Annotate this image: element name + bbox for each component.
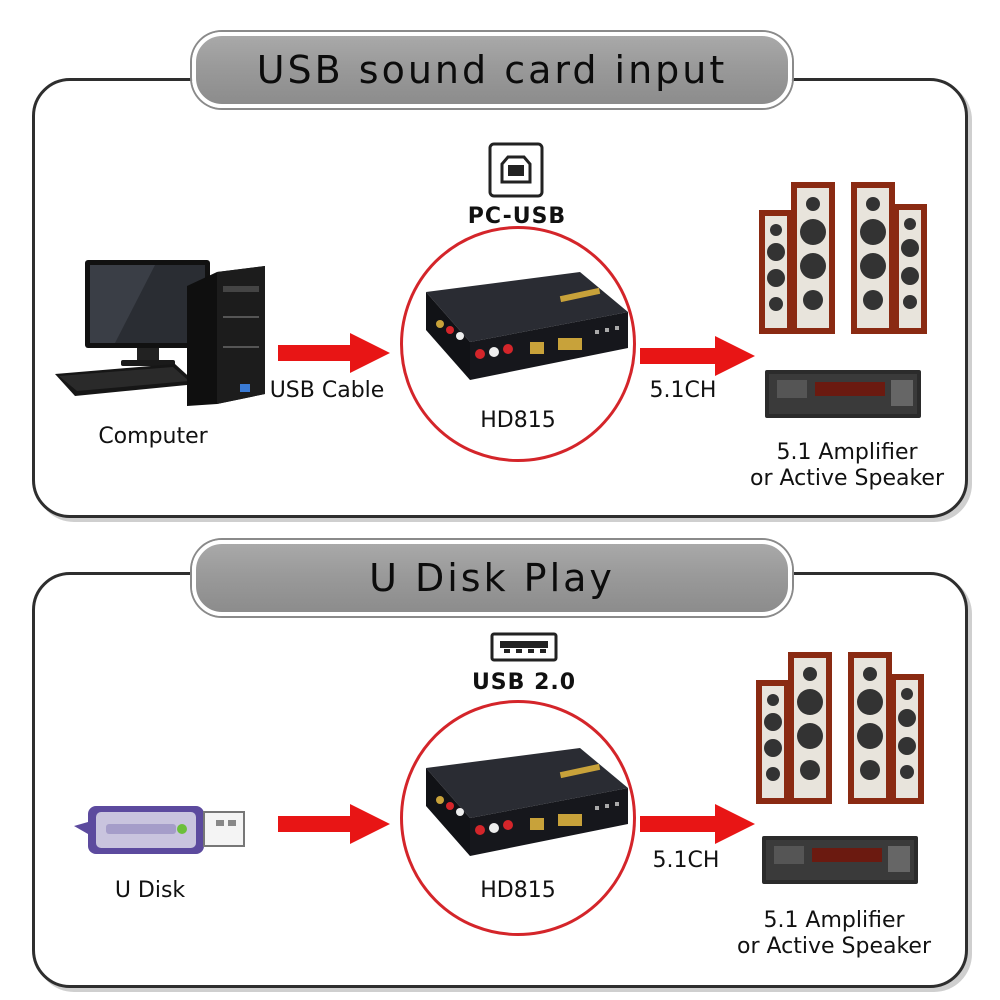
source-label-computer: Computer xyxy=(98,424,208,449)
dest-label-line2: or Active Speaker xyxy=(749,466,945,491)
cable-label-usb: USB Cable xyxy=(269,378,385,403)
dest-label-line1: 5.1 Amplifier xyxy=(763,908,905,933)
usb-type-a-icon xyxy=(490,632,558,662)
usb-type-b-icon xyxy=(488,142,544,198)
device-label-hd815: HD815 xyxy=(480,408,556,433)
hd815-device-icon xyxy=(426,272,628,380)
dest-label-line2: or Active Speaker xyxy=(736,934,932,959)
arrow-right-icon xyxy=(278,333,390,373)
arrow-right-icon xyxy=(640,804,755,844)
usb-flash-drive-icon xyxy=(74,806,245,854)
section-title-usb-sound-card: USB sound card input xyxy=(192,32,792,108)
desktop-computer-icon xyxy=(55,260,265,406)
source-label-u-disk: U Disk xyxy=(114,878,186,903)
speaker-set-icon xyxy=(759,182,927,418)
arrow-right-icon xyxy=(278,804,390,844)
port-label-pc-usb: PC-USB xyxy=(467,204,567,229)
output-label-5-1ch: 5.1CH xyxy=(649,378,717,403)
speaker-set-icon xyxy=(756,652,924,884)
device-label-hd815: HD815 xyxy=(480,878,556,903)
hd815-device-icon xyxy=(426,748,628,856)
arrow-right-icon xyxy=(640,336,755,376)
output-label-5-1ch: 5.1CH xyxy=(652,848,720,873)
port-label-usb-2-0: USB 2.0 xyxy=(471,670,577,695)
dest-label-line1: 5.1 Amplifier xyxy=(776,440,918,465)
section-title-u-disk-play: U Disk Play xyxy=(192,540,792,616)
